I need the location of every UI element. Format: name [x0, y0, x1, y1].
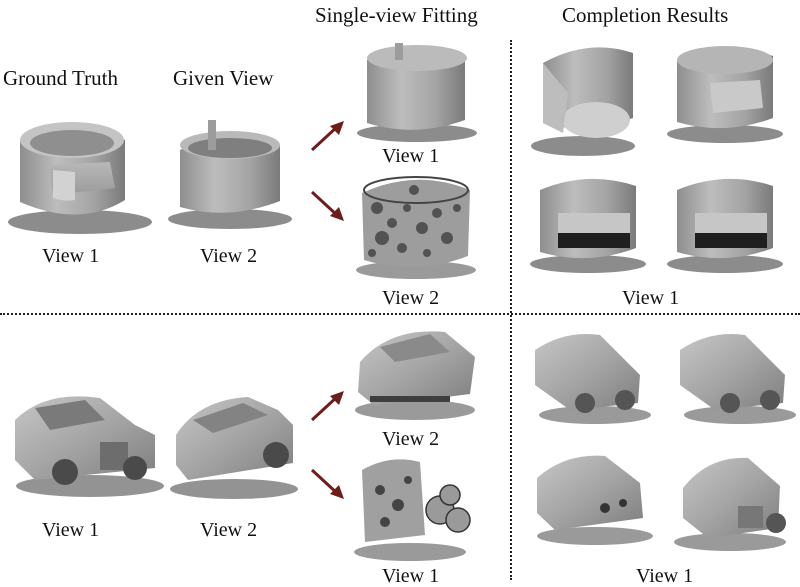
- car-given-view-render: [170, 397, 298, 499]
- arrow-down-car: [310, 468, 344, 499]
- car-completion-render-4: [674, 457, 786, 551]
- car-fitting-top-label: View 2: [382, 428, 440, 450]
- car-gt-view-label: View 1: [42, 519, 100, 541]
- vertical-divider: [510, 40, 512, 580]
- chair-completion-render-3: [530, 178, 646, 273]
- arrow-up-chair: [310, 121, 344, 152]
- chair-ground-truth-render: [8, 122, 152, 234]
- car-fitting-bottom-render: [354, 459, 471, 561]
- car-fitting-top-render: [355, 331, 475, 420]
- chair-completion-render-4: [667, 178, 783, 273]
- chair-given-view-render: [168, 120, 292, 229]
- arrow-down-chair: [310, 190, 344, 221]
- chair-fitting-bottom-render: [356, 176, 476, 279]
- chair-given-view-label: View 2: [200, 245, 258, 267]
- chair-fitting-top-render: [357, 43, 477, 142]
- car-given-view-label: View 2: [200, 519, 258, 541]
- header-single-view-fitting: Single-view Fitting: [315, 3, 478, 27]
- car-completion-render-1: [535, 334, 651, 424]
- header-completion-results: Completion Results: [562, 3, 729, 27]
- horizontal-divider: [0, 313, 800, 315]
- chair-fitting-top-label: View 1: [382, 145, 440, 167]
- car-completion-render-2: [680, 334, 796, 424]
- chair-completion-label: View 1: [622, 287, 680, 309]
- car-fitting-bottom-label: View 1: [382, 565, 440, 587]
- arrow-up-car: [310, 391, 344, 422]
- car-completion-label: View 1: [636, 565, 694, 587]
- header-given-view: Given View: [173, 66, 274, 90]
- car-completion-render-3: [537, 455, 653, 545]
- chair-completion-render-1: [531, 47, 635, 156]
- header-ground-truth: Ground Truth: [3, 66, 118, 90]
- chair-gt-view-label: View 1: [42, 245, 100, 267]
- car-ground-truth-render: [15, 396, 164, 497]
- chair-completion-render-2: [667, 46, 783, 143]
- chair-fitting-bottom-label: View 2: [382, 287, 440, 309]
